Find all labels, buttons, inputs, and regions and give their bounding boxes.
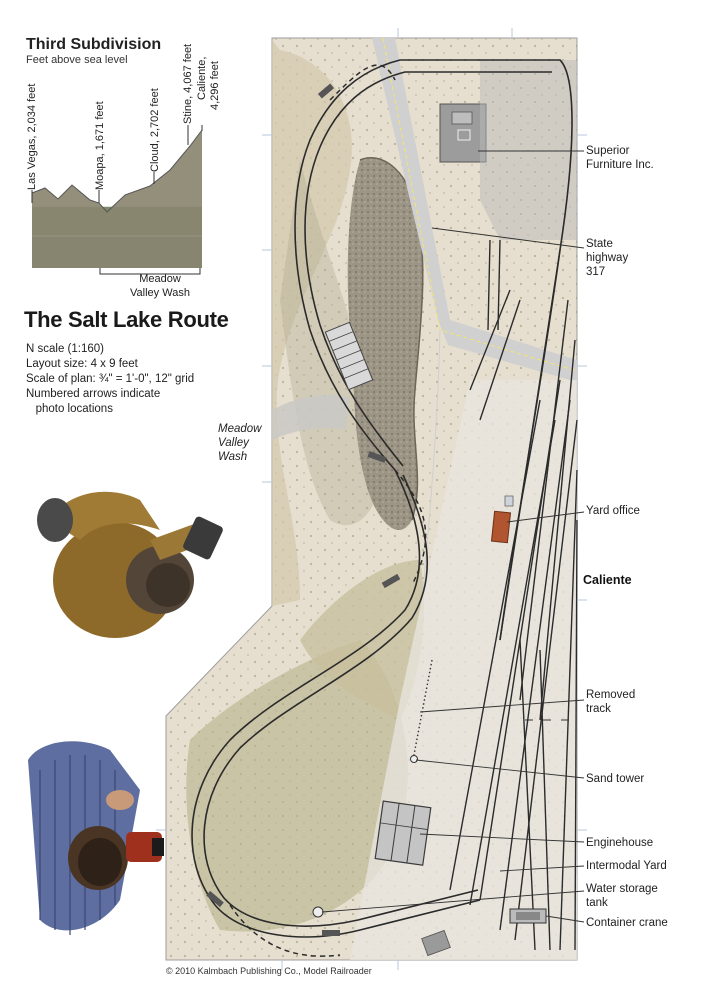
callout-water-storage-tank: Water storage tank	[586, 882, 658, 910]
yard-track-15	[519, 639, 536, 951]
sand-tower	[410, 755, 418, 763]
yard-track-16	[539, 649, 551, 951]
bridge	[324, 321, 374, 391]
station-label-stine: Stine, 4,067 feet	[182, 43, 194, 124]
wash-label-line-1: Meadow	[218, 423, 262, 435]
layout-title: The Salt Lake Route	[24, 307, 229, 332]
callout-superior-line-2: Furniture Inc.	[586, 159, 654, 171]
yard-track-14	[487, 239, 491, 331]
state-highway-317	[372, 38, 577, 382]
yard-track-12	[469, 289, 511, 391]
station-label-caliente: Caliente,	[196, 56, 208, 100]
yard-track-10	[574, 519, 578, 951]
meadow-valley-wash-label: Meadow Valley Wash	[218, 422, 261, 464]
callout-superior-line-1: Superior	[586, 145, 630, 157]
yard-office-building	[490, 510, 512, 544]
spec-line-arrows: Numbered arrows indicate	[26, 388, 161, 400]
spec-line-size: Layout size: 4 x 9 feet	[26, 358, 138, 370]
callout-water-line-1: Water storage	[586, 883, 658, 895]
meadow-bracket	[99, 268, 201, 275]
enginehouse	[374, 800, 432, 866]
town-label-caliente: Caliente	[583, 573, 632, 587]
callout-water-line-2: tank	[586, 897, 608, 909]
copyright-credit: © 2010 Kalmbach Publishing Co., Model Ra…	[166, 966, 372, 976]
elevation-profile	[31, 125, 203, 275]
wash-label-line-2: Valley	[218, 437, 249, 449]
parking-lot	[480, 60, 577, 240]
callout-intermodal-yard: Intermodal Yard	[586, 860, 667, 872]
profile-subtitle: Feet above sea level	[26, 54, 128, 66]
yard-tracks	[449, 239, 578, 951]
profile-meadow-label-line-2: Valley Wash	[130, 287, 190, 299]
callout-sand-tower: Sand tower	[586, 773, 645, 785]
callout-superior-furniture: Superior Furniture Inc.	[586, 144, 654, 172]
profile-meadow-label-line-1: Meadow	[139, 273, 181, 285]
spec-line-scale: N scale (1:160)	[26, 343, 104, 355]
layout-specs: N scale (1:160) Layout size: 4 x 9 feet …	[26, 342, 194, 417]
yard-track-8	[469, 419, 556, 906]
callout-container-crane: Container crane	[586, 917, 668, 929]
profile-meadow-label: Meadow Valley Wash	[120, 272, 200, 300]
yard-track-9	[559, 469, 578, 951]
callout-highway-line-1: State	[586, 238, 613, 250]
yard-track-5	[499, 399, 571, 931]
container-crane	[509, 908, 547, 924]
yard-track-11	[479, 299, 521, 421]
photographer-figure-1	[37, 491, 223, 638]
yard-track-2	[519, 299, 569, 701]
callout-enginehouse: Enginehouse	[586, 837, 654, 849]
profile-terrain	[32, 130, 202, 268]
water-storage-tank	[312, 906, 324, 918]
callout-state-highway: State highway 317	[586, 237, 628, 279]
callout-leaders	[321, 150, 585, 923]
station-label-cloud: Cloud, 2,702 feet	[149, 88, 161, 172]
callout-removed-line-1: Removed	[586, 689, 636, 701]
callout-yard-office: Yard office	[586, 505, 640, 517]
tunnel-portals	[206, 83, 401, 936]
callout-highway-line-3: 317	[586, 266, 606, 278]
grid-ticks	[156, 28, 587, 970]
callout-removed-track: Removed track	[586, 688, 635, 716]
yard-track-13	[497, 239, 501, 331]
profile-title: Third Subdivision	[26, 36, 162, 53]
spec-line-plan-scale: Scale of plan: ¾" = 1'-0", 12" grid	[26, 373, 195, 385]
station-label-las-vegas: Las Vegas, 2,034 feet	[26, 83, 38, 190]
station-label-caliente-elevation: 4,296 feet	[209, 61, 221, 110]
wash-label-line-3: Wash	[218, 451, 248, 463]
spec-line-photo: photo locations	[26, 403, 113, 415]
removed-track	[412, 659, 433, 761]
hidden-track	[229, 64, 427, 957]
rocky-canyon	[347, 157, 423, 531]
station-label-moapa: Moapa, 1,671 feet	[94, 101, 106, 190]
callout-highway-line-2: highway	[586, 252, 629, 264]
wash-channel	[272, 395, 350, 440]
scrub-area-south	[186, 640, 408, 932]
callout-removed-line-2: track	[586, 703, 611, 715]
photographer-figure-2	[28, 741, 164, 935]
yard-track-6	[514, 419, 578, 941]
